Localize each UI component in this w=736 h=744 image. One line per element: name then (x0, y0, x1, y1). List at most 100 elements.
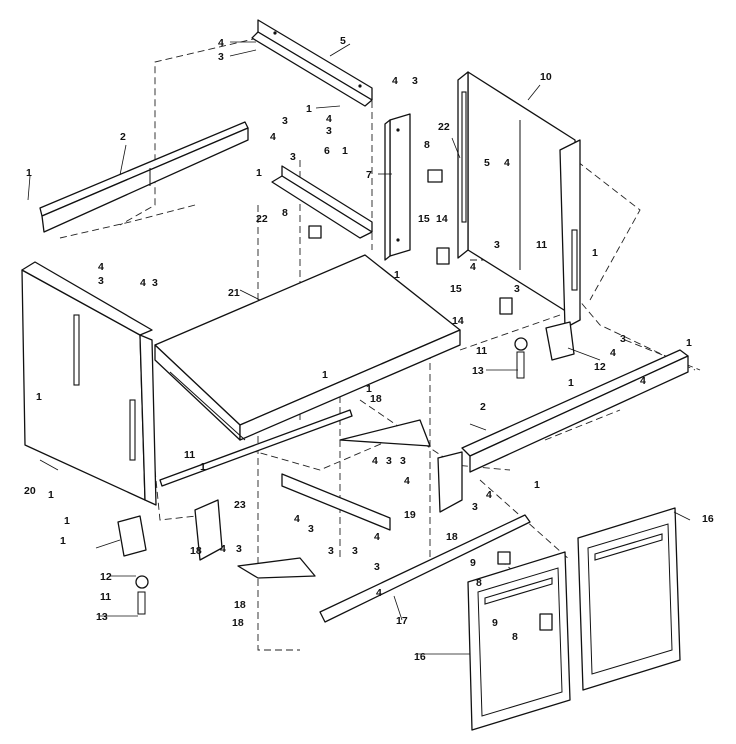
callout-1: 1 (322, 369, 328, 381)
callout-4: 4 (610, 347, 616, 359)
callout-1: 1 (256, 167, 262, 179)
callout-9: 9 (492, 617, 498, 629)
callout-1: 1 (592, 247, 598, 259)
callout-13: 13 (472, 365, 484, 377)
callout-1: 1 (568, 377, 574, 389)
callout-1: 1 (48, 489, 54, 501)
callout-1: 1 (306, 103, 312, 115)
left-side-panel (21, 261, 157, 506)
callout-15: 15 (450, 283, 462, 295)
callout-3: 3 (514, 283, 520, 295)
callout-5: 5 (484, 157, 490, 169)
callout-18: 18 (234, 599, 246, 611)
callout-1: 1 (366, 383, 372, 395)
callout-12: 12 (594, 361, 606, 373)
callout-8: 8 (424, 139, 430, 151)
callout-5: 5 (340, 35, 346, 47)
leveling-feet (117, 321, 575, 615)
callout-4: 4 (140, 277, 146, 289)
front-right-rail (461, 349, 689, 473)
callout-1: 1 (200, 461, 206, 473)
cross-brace (271, 165, 373, 239)
callout-18: 18 (446, 531, 458, 543)
callout-4: 4 (504, 157, 510, 169)
callout-1: 1 (534, 479, 540, 491)
callout-9: 9 (470, 557, 476, 569)
callout-6: 6 (324, 145, 330, 157)
callout-4: 4 (372, 455, 378, 467)
callout-12: 12 (100, 571, 112, 583)
callout-1: 1 (342, 145, 348, 157)
vertical-post (384, 113, 411, 261)
callout-3: 3 (236, 543, 242, 555)
callout-3: 3 (308, 523, 314, 535)
callout-1: 1 (60, 535, 66, 547)
callout-3: 3 (400, 455, 406, 467)
callout-22: 22 (256, 213, 268, 225)
callout-4: 4 (470, 261, 476, 273)
callout-3: 3 (326, 125, 332, 137)
callout-8: 8 (512, 631, 518, 643)
callout-3: 3 (494, 239, 500, 251)
callout-4: 4 (218, 37, 224, 49)
rear-top-rail (251, 19, 373, 107)
callout-4: 4 (640, 375, 646, 387)
callout-18: 18 (190, 545, 202, 557)
callout-3: 3 (218, 51, 224, 63)
callout-4: 4 (486, 489, 492, 501)
callout-14: 14 (436, 213, 448, 225)
callout-4: 4 (392, 75, 398, 87)
callout-3: 3 (290, 151, 296, 163)
callout-1: 1 (64, 515, 70, 527)
callout-19: 19 (404, 509, 416, 521)
callout-1: 1 (26, 167, 32, 179)
callout-3: 3 (386, 455, 392, 467)
callout-16: 16 (702, 513, 714, 525)
callout-2: 2 (480, 401, 486, 413)
callout-3: 3 (352, 545, 358, 557)
callout-10: 10 (540, 71, 552, 83)
callout-3: 3 (374, 561, 380, 573)
bottom-deck (154, 254, 461, 441)
callout-22: 22 (438, 121, 450, 133)
callout-3: 3 (472, 501, 478, 513)
callout-11: 11 (100, 591, 111, 603)
callout-4: 4 (98, 261, 104, 273)
right-side-panel (457, 71, 581, 329)
callout-4: 4 (404, 475, 410, 487)
callout-3: 3 (620, 333, 626, 345)
callout-8: 8 (476, 577, 482, 589)
corner-brackets (194, 419, 463, 579)
leader-lines (27, 41, 691, 655)
callout-15: 15 (418, 213, 430, 225)
callout-1: 1 (36, 391, 42, 403)
callout-11: 11 (536, 239, 547, 251)
lower-rails (159, 409, 531, 623)
callout-7: 7 (366, 169, 372, 181)
callout-3: 3 (412, 75, 418, 87)
callout-3: 3 (328, 545, 334, 557)
callout-4: 4 (374, 531, 380, 543)
callout-labels: 5 4 3 2 1 1 4 3 3 4 3 4 3 6 1 7 1 8 22 8… (24, 35, 714, 663)
callout-4: 4 (326, 113, 332, 125)
callout-16: 16 (414, 651, 426, 663)
callout-1: 1 (394, 269, 400, 281)
callout-20: 20 (24, 485, 36, 497)
callout-8: 8 (282, 207, 288, 219)
callout-4: 4 (294, 513, 300, 525)
callout-3: 3 (98, 275, 104, 287)
callout-14: 14 (452, 315, 464, 327)
callout-11: 11 (184, 449, 195, 461)
callout-4: 4 (376, 587, 382, 599)
callout-13: 13 (96, 611, 108, 623)
callout-4: 4 (270, 131, 276, 143)
callout-3: 3 (282, 115, 288, 127)
upper-left-rail (39, 121, 249, 233)
doors (467, 507, 681, 731)
callout-3: 3 (152, 277, 158, 289)
callout-2: 2 (120, 131, 126, 143)
callout-18: 18 (232, 617, 244, 629)
callout-21: 21 (228, 287, 240, 299)
callout-18: 18 (370, 393, 382, 405)
